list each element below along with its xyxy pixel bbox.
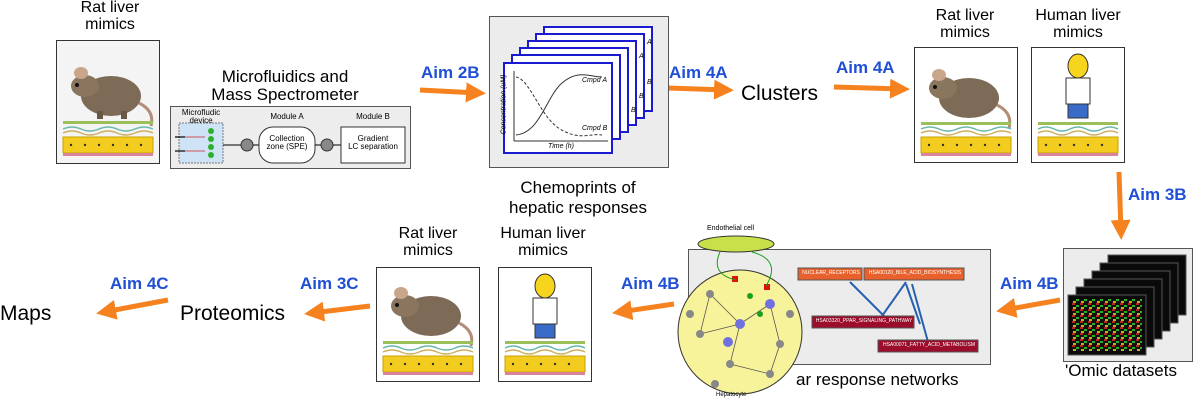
- stack-letter-b2: B: [639, 93, 644, 100]
- arrow-aim-3b: [1110, 171, 1131, 240]
- module-a-label: Module A: [270, 112, 304, 121]
- rat-liver-illustration: [382, 287, 474, 375]
- arrow-aim-4a-left: [667, 79, 734, 100]
- stack-letter-b1: B: [647, 79, 652, 86]
- human-mimics-top-right-title: Human liver mimics: [1035, 7, 1121, 41]
- arrow-aim-3c: [304, 301, 371, 322]
- human-liver-illustration: [504, 273, 586, 375]
- rat-mimics-top-left-title: Rat liver mimics: [80, 0, 140, 33]
- maps-label: Maps: [0, 302, 52, 325]
- aim-2b-label: Aim 2B: [421, 63, 480, 82]
- omic-datasets-caption: 'Omic datasets: [1065, 361, 1177, 380]
- network-node-fatty: HSA00071_FATTY_ACID_METABOLISM: [882, 342, 976, 348]
- collection-zone-label: Collection zone (SPE): [266, 134, 308, 152]
- microfluidics-schematic: [175, 122, 406, 164]
- aim-4c-label: Aim 4C: [110, 274, 169, 293]
- human-mimics-bottom-title: Human liver mimics: [500, 225, 586, 259]
- chemoprint-cmpd-b: Cmpd B: [582, 125, 608, 132]
- microfluidics-title: Microfluidics and Mass Spectrometer: [211, 67, 359, 104]
- arrow-aim-2b: [419, 82, 486, 103]
- rat-liver-card-top-left: [56, 40, 160, 164]
- stack-letter-a1: A: [647, 39, 652, 46]
- chemoprints-panel: Cmpd A Cmpd B Time (h) Concentration (uM…: [489, 16, 669, 168]
- arrow-aim-4b-left: [612, 300, 675, 321]
- rat-liver-illustration: [920, 69, 1012, 156]
- rat-mimics-top-right-title: Rat liver mimics: [935, 7, 995, 41]
- chemoprint-ylabel: Concentration (uM): [500, 74, 508, 135]
- microfluidic-device-label: Microfludic device: [181, 108, 221, 126]
- response-networks-caption: ar response networks: [796, 370, 959, 389]
- aim-3c-label: Aim 3C: [300, 274, 359, 293]
- arrow-aim-4a-right: [833, 78, 910, 99]
- endothelial-label: Endothelial cell: [707, 225, 755, 232]
- aim-4b-right-label: Aim 4B: [1000, 274, 1059, 293]
- stack-letter-a2: A: [639, 53, 644, 60]
- network-graphic: [677, 235, 979, 395]
- aim-4a-right-label: Aim 4A: [836, 58, 895, 77]
- chemoprints-caption: Chemoprints of hepatic responses: [509, 178, 647, 218]
- arrow-aim-4c: [96, 297, 169, 320]
- network-node-bile: HSA00120_BILE_ACID_BIOSYNTHESIS: [868, 270, 962, 276]
- aim-4b-left-label: Aim 4B: [621, 274, 680, 293]
- omic-heatmap-stack: [1067, 254, 1187, 356]
- chemoprint-cmpd-a: Cmpd A: [582, 77, 608, 84]
- human-liver-card-bottom: [498, 267, 592, 382]
- rat-liver-card-bottom: [376, 267, 480, 382]
- rat-liver-card-top-right: [914, 47, 1018, 163]
- gradient-lc-label: Gradient LC separation: [348, 134, 398, 152]
- human-liver-card-top-right: [1031, 47, 1125, 163]
- human-liver-illustration: [1037, 53, 1119, 156]
- network-node-nuclear: NUCLEAR_RECEPTORS: [802, 270, 860, 276]
- microfluidics-device-box: Microfludic device Module A Module B Col…: [170, 106, 411, 169]
- rat-mimics-bottom-title: Rat liver mimics: [398, 225, 458, 259]
- aim-4a-left-label: Aim 4A: [669, 63, 728, 82]
- module-b-label: Module B: [356, 112, 390, 121]
- chemoprint-stack: [503, 26, 653, 154]
- proteomics-label: Proteomics: [180, 302, 286, 325]
- chemoprint-xlabel: Time (h): [548, 143, 574, 150]
- clusters-label: Clusters: [741, 82, 819, 105]
- rat-liver-illustration: [62, 67, 154, 156]
- aim-3b-label: Aim 3B: [1128, 185, 1187, 204]
- stack-letter-b3: B: [631, 107, 636, 114]
- omic-datasets-panel: [1063, 248, 1193, 362]
- hepatocyte-label: Hepatocyte: [716, 392, 747, 398]
- arrow-aim-4b-right: [996, 297, 1061, 318]
- network-node-ppar: HSA03320_PPAR_SIGNALING_PATHWAY: [815, 318, 913, 324]
